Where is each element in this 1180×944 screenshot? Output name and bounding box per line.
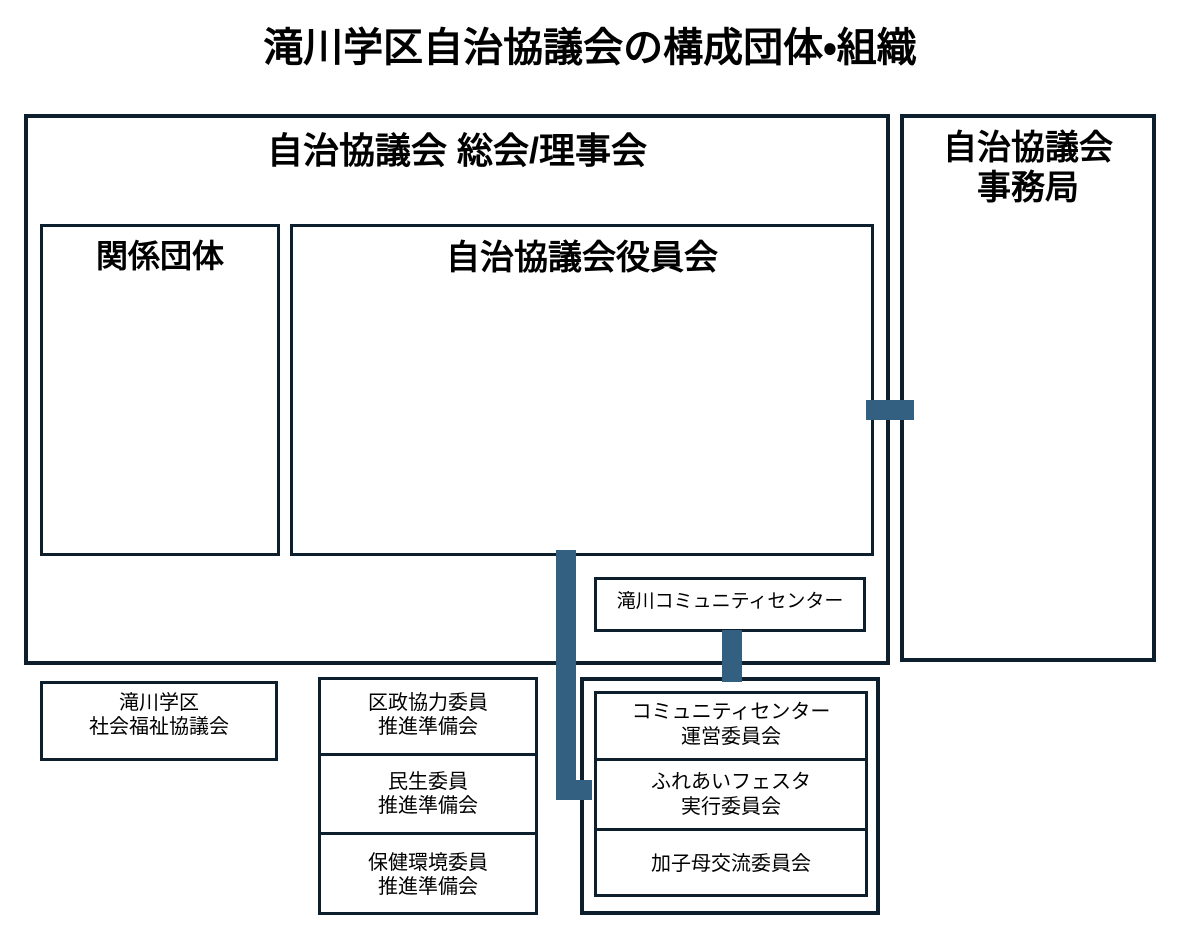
community-committees-inner-box <box>594 691 868 897</box>
preparatory-committees-group <box>318 677 538 915</box>
preparatory-committee-item: 区政協力委員 推進準備会 <box>318 677 538 756</box>
community-center-label: 滝川コミュニティセンター <box>616 591 844 612</box>
connector-officers-horizontal <box>556 780 592 800</box>
social-welfare-council-label: 滝川学区 社会福祉協議会 <box>89 692 229 738</box>
related-organizations-label: 関係団体 <box>95 238 224 274</box>
assembly-general-meeting-label: 自治協議会 総会/理事会 <box>266 130 647 171</box>
officers-council-label: 自治協議会役員会 <box>446 239 718 277</box>
page-title: 滝川学区自治協議会の構成団体・組織 <box>263 26 917 70</box>
preparatory-committee-item: 民生委員 推進準備会 <box>318 756 538 835</box>
connector-assembly-to-secretariat <box>866 400 914 420</box>
secretariat-label: 自治協議会 事務局 <box>943 129 1113 208</box>
community-committee-item: コミュニティセンター 運営委員会 <box>594 691 868 761</box>
officers-council-box <box>290 224 874 556</box>
connector-officers-vertical <box>556 550 576 800</box>
social-welfare-council-box <box>40 681 278 761</box>
preparatory-committee-item: 保健環境委員 推進準備会 <box>368 851 488 898</box>
connector-community-center-vertical <box>722 630 742 682</box>
community-committee-item: ふれあいフェスタ 実行委員会 <box>594 761 868 831</box>
community-committee-item: 加子母交流委員会 <box>651 852 811 875</box>
secretariat-box <box>900 114 1156 662</box>
related-organizations-box <box>40 224 280 556</box>
